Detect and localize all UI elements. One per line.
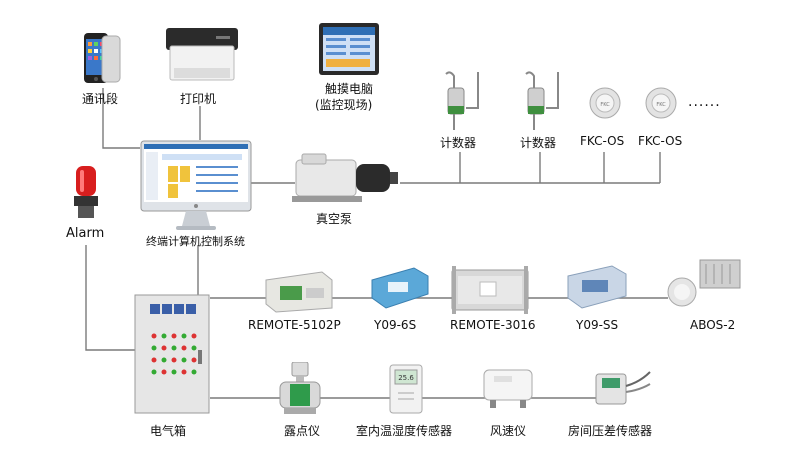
printer-icon: [164, 24, 240, 90]
terminal-label: 终端计算机控制系统: [146, 235, 245, 248]
temp-humidity-sensor-icon: 25.6: [388, 364, 424, 416]
abos-2-icon: [664, 256, 744, 310]
remote-5102p-label: REMOTE-5102P: [248, 318, 341, 332]
printer-label: 打印机: [180, 92, 217, 106]
electrical-cabinet-icon: [134, 294, 212, 416]
anemometer-label: 风速仪: [490, 424, 527, 438]
more-devices-ellipsis: ......: [688, 94, 721, 110]
phone-icon: [82, 32, 122, 87]
vacuum-pump-icon: [290, 152, 402, 204]
y09-6s-label: Y09-6S: [374, 318, 417, 332]
phone-label: 通讯段: [82, 92, 119, 106]
remote-5102p-icon: [262, 268, 334, 314]
dewpoint-meter-icon: [276, 361, 324, 418]
alarm-label: Alarm: [66, 226, 105, 241]
y09-6s-icon: [370, 266, 430, 310]
fkc-label-2: FKC-OS: [638, 134, 683, 148]
abos-2-label: ABOS-2: [690, 318, 736, 332]
svg-text:FKC: FKC: [656, 102, 666, 108]
alarm-light-icon: [70, 164, 102, 222]
counter-label-2: 计数器: [520, 136, 557, 150]
counter-icon: [520, 70, 564, 134]
anemometer-icon: [480, 366, 536, 410]
fkc-sensor-icon: FKC: [588, 86, 622, 120]
cabinet-label: 电气箱: [150, 424, 187, 438]
pressure-sensor-label: 房间压差传感器: [568, 424, 653, 438]
remote-3016-icon: [450, 266, 530, 314]
touch-pc-label-line2: (监控现场): [315, 98, 373, 112]
pressure-sensor-icon: [592, 364, 652, 414]
y09-ss-icon: [566, 264, 628, 310]
counter-label-1: 计数器: [440, 136, 477, 150]
counter-icon: [440, 70, 484, 134]
dewpoint-label: 露点仪: [284, 424, 321, 438]
fkc-sensor-icon: FKC: [644, 86, 678, 120]
svg-text:25.6: 25.6: [398, 374, 414, 382]
y09-ss-label: Y09-SS: [576, 318, 619, 332]
temp-humidity-label: 室内温湿度传感器: [356, 424, 453, 438]
vacuum-pump-label: 真空泵: [316, 212, 353, 226]
wire-phone-computer: [102, 88, 140, 149]
touch-pc-icon: [318, 22, 380, 78]
fkc-label-1: FKC-OS: [580, 134, 625, 148]
wire-alarm-cabinet: [85, 245, 140, 351]
touch-pc-label-line1: 触摸电脑: [325, 82, 374, 96]
remote-3016-label: REMOTE-3016: [450, 318, 536, 332]
terminal-computer-icon: [140, 140, 252, 232]
svg-text:FKC: FKC: [600, 102, 610, 108]
